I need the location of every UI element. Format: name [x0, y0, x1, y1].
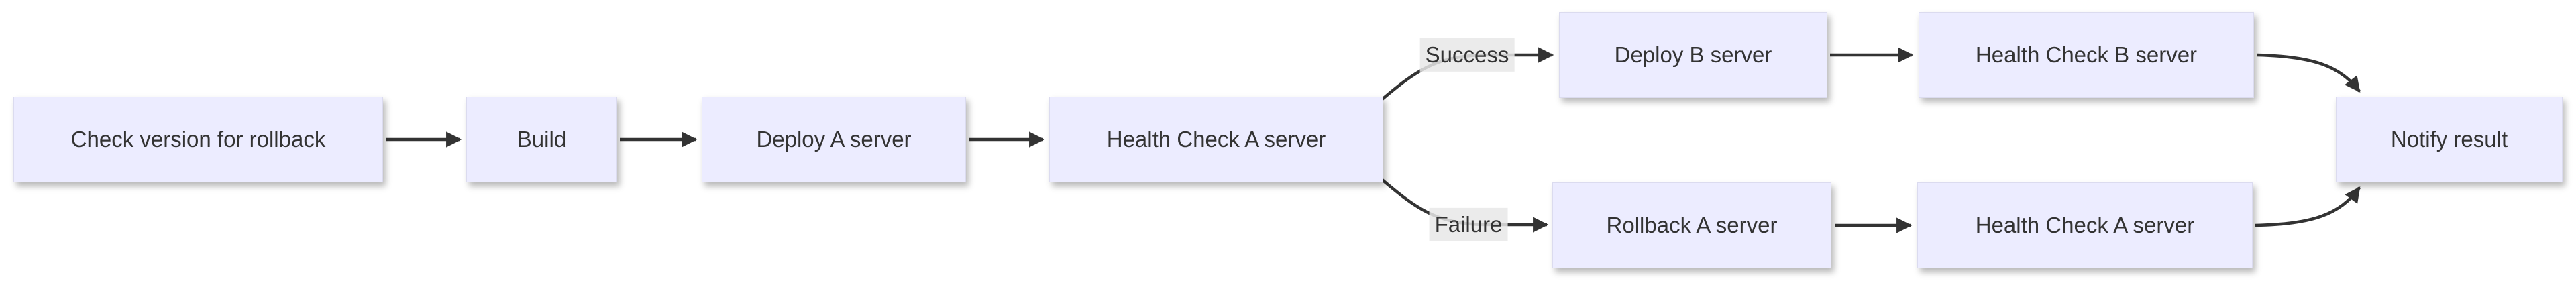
node-deploy-a: Deploy A server	[702, 97, 966, 182]
node-label: Health Check B server	[1975, 42, 2198, 67]
node-notify: Notify result	[2336, 97, 2563, 182]
edge-label-success: Success	[1419, 38, 1515, 72]
node-label: Deploy A server	[756, 127, 912, 152]
node-check-version: Check version for rollback	[13, 97, 383, 182]
node-hc-a-2: Health Check A server	[1917, 182, 2253, 268]
edge-hc-a-2-to-notify	[2255, 186, 2361, 227]
node-build: Build	[466, 97, 617, 182]
node-label: Health Check A server	[1975, 213, 2195, 237]
node-label: Check version for rollback	[70, 127, 326, 152]
node-label: Build	[517, 127, 567, 152]
node-rollback-a: Rollback A server	[1552, 182, 1831, 268]
node-hc-b: Health Check B server	[1919, 12, 2254, 98]
node-label: Health Check A server	[1106, 127, 1326, 152]
node-label: Rollback A server	[1606, 213, 1778, 237]
edge-hc-b-to-notify	[2256, 53, 2361, 93]
node-deploy-b: Deploy B server	[1559, 12, 1827, 98]
edge-label-failure: Failure	[1429, 207, 1508, 242]
node-label: Notify result	[2390, 127, 2508, 152]
node-hc-a: Health Check A server	[1049, 97, 1383, 182]
node-label: Deploy B server	[1614, 42, 1772, 67]
